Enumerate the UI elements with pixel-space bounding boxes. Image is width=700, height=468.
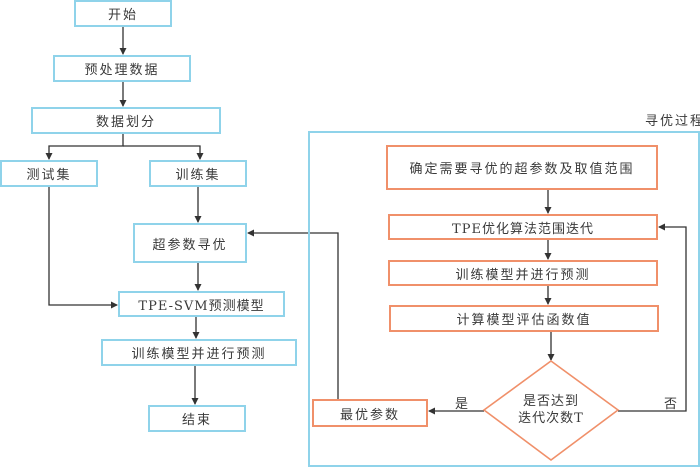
hyperparam-search-label: 超参数寻优 [152, 237, 228, 253]
opt-train-predict-label: 训练模型并进行预测 [455, 267, 591, 283]
preprocess-label: 预处理数据 [84, 63, 160, 78]
end-label: 结束 [181, 413, 212, 428]
decision-text: 是否达到 迭代次数T [500, 393, 602, 427]
arrow-split-train [123, 145, 204, 160]
yes-label: 是 [455, 397, 471, 412]
split-label: 数据划分 [95, 115, 156, 130]
tpe-iterate-label: TPE优化算法范围迭代 [452, 221, 594, 237]
evaluate-node: 计算模型评估函数值 [389, 305, 659, 332]
opt-train-predict-node: 训练模型并进行预测 [388, 260, 658, 286]
define-space-label: 确定需要寻优的超参数及取值范围 [409, 162, 635, 177]
arrow-bestparams-hyperparam [247, 229, 339, 399]
optimization-process-title: 寻优过程 [645, 114, 700, 129]
end-node: 结束 [148, 405, 246, 432]
arrow-split-test [45, 134, 124, 160]
evaluate-label: 计算模型评估函数值 [456, 313, 592, 328]
arrow-decision-no [618, 223, 687, 412]
best-params-node: 最优参数 [312, 399, 428, 427]
decision-diamond [482, 360, 620, 461]
arrow-test-model [48, 187, 118, 309]
train-set-label: 训练集 [175, 168, 221, 183]
optimization-process-container [308, 131, 700, 467]
model-node: TPE-SVM预测模型 [118, 291, 285, 317]
test-set-node: 测试集 [0, 160, 98, 187]
test-set-label: 测试集 [26, 168, 72, 183]
train-set-node: 训练集 [149, 160, 247, 187]
start-node: 开始 [74, 0, 172, 27]
start-label: 开始 [107, 8, 138, 23]
model-label: TPE-SVM预测模型 [138, 298, 265, 314]
preprocess-node: 预处理数据 [53, 55, 191, 82]
decision-line2: 迭代次数T [518, 411, 584, 426]
hyperparam-search-node: 超参数寻优 [133, 223, 247, 263]
tpe-iterate-node: TPE优化算法范围迭代 [388, 214, 658, 240]
train-predict-node: 训练模型并进行预测 [101, 339, 297, 366]
train-predict-label: 训练模型并进行预测 [131, 347, 267, 362]
no-label: 否 [664, 397, 680, 412]
best-params-label: 最优参数 [339, 407, 400, 423]
decision-line1: 是否达到 [522, 394, 579, 409]
split-node: 数据划分 [31, 107, 221, 134]
define-space-node: 确定需要寻优的超参数及取值范围 [386, 145, 658, 190]
